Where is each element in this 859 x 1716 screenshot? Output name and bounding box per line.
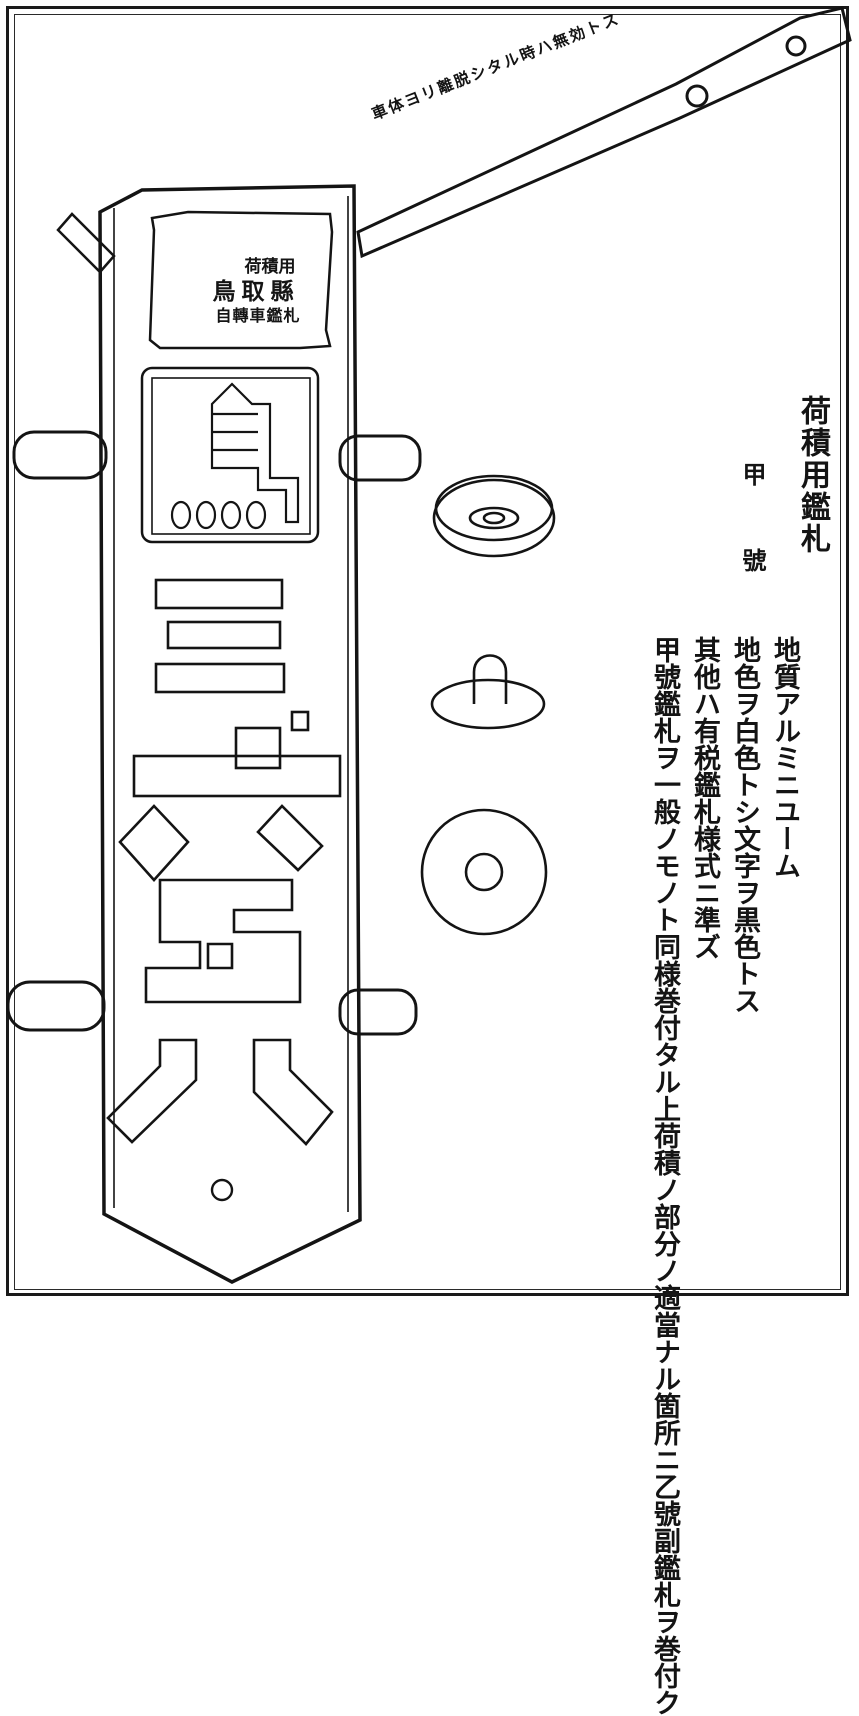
plate-number-5 <box>118 804 324 1004</box>
strip-band <box>356 6 852 259</box>
emblem-panel <box>140 366 320 544</box>
knob-icon <box>430 654 546 730</box>
plate-rivet <box>210 1178 234 1202</box>
grade-kou: 甲 <box>738 462 767 486</box>
lug-right-bottom <box>338 988 418 1036</box>
note-material: 地質アルミニユーム <box>769 636 800 879</box>
rivet-disc-icon <box>432 474 556 558</box>
plate-body <box>98 184 362 1284</box>
tab-left <box>56 212 116 274</box>
badge-line-1: 荷積用 <box>244 257 296 277</box>
strip-hole-2 <box>785 35 807 57</box>
bird-emblem-icon <box>170 382 300 530</box>
plate-inner-edge <box>113 196 349 1212</box>
page-title: 荷積用鑑札 <box>795 395 830 555</box>
page-border <box>6 6 849 1296</box>
lug-left-bottom <box>6 980 106 1032</box>
license-plate-drawing <box>6 6 852 1284</box>
plate-number-3 <box>154 578 286 694</box>
badge-line-3: 自轉車鑑札 <box>215 306 301 325</box>
plate-number-8 <box>106 1038 334 1146</box>
lug-right-top <box>338 434 422 482</box>
plate-badge <box>148 210 334 350</box>
note-colors: 地色ヲ白色トシ文字ヲ黒色トス <box>729 636 760 1014</box>
strip-hole-1 <box>685 84 709 108</box>
badge-line-2: 鳥取縣 <box>212 278 300 305</box>
plate-number-1 <box>132 710 342 798</box>
note-mounting: 甲號鑑札ヲ一般ノモノト同様巻付タル上荷積ノ部分ノ適當ナル箇所ニ乙號副鑑札ヲ巻付ク <box>649 636 680 1716</box>
lug-left-top <box>12 430 108 480</box>
note-other: 其他ハ有税鑑札様式ニ準ズ <box>689 636 720 960</box>
seal-icon <box>420 808 548 936</box>
grade-gou: 號 <box>738 548 767 572</box>
page-inner-border <box>14 14 841 1290</box>
